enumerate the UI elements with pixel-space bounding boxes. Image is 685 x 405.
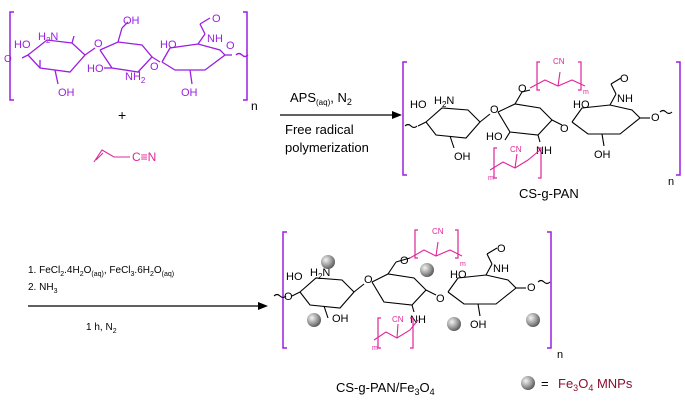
- svg-text:O: O: [527, 282, 536, 294]
- reaction-arrow-2: [28, 302, 268, 310]
- svg-text:CN: CN: [510, 145, 522, 154]
- svg-text:OH: OH: [181, 87, 198, 99]
- svg-text:OH: OH: [332, 313, 349, 325]
- svg-text:O: O: [212, 13, 221, 25]
- svg-text:m: m: [583, 89, 589, 96]
- svg-text:HO: HO: [14, 39, 31, 51]
- svg-text:H2N: H2N: [434, 95, 454, 109]
- fe3o4-nanoparticle: [526, 313, 540, 327]
- svg-text:HO: HO: [87, 63, 104, 75]
- reaction-arrow-1: [280, 111, 402, 119]
- step1-conditions-top: APS(aq), N2: [290, 90, 352, 107]
- svg-text:HO: HO: [486, 131, 503, 143]
- svg-text:OH: OH: [123, 15, 140, 27]
- svg-text:O: O: [651, 112, 660, 124]
- svg-text:O: O: [226, 40, 235, 52]
- step2-conditions-line2: 2. NH3: [28, 282, 58, 295]
- svg-text:O: O: [150, 61, 159, 73]
- svg-text:CN: CN: [432, 227, 444, 236]
- cs-g-pan-fe3o4-structure: n CN m HO H2N O OH O O NH O: [273, 227, 563, 361]
- cs-g-pan-ring: [497, 89, 563, 143]
- svg-text:O: O: [284, 291, 293, 303]
- fe3o4-nanoparticle: [321, 255, 335, 269]
- polymer-bracket-left: [402, 61, 407, 176]
- fe3o4-nanoparticle: [447, 317, 461, 331]
- svg-text:m: m: [488, 175, 494, 182]
- polymer-bracket-left: [9, 11, 14, 101]
- legend-nanoparticle-icon: [521, 376, 535, 390]
- chitosan-structure: n HO H2N OH O O OH HO NH2 O: [4, 11, 258, 113]
- svg-text:HO: HO: [450, 269, 467, 281]
- acrylonitrile-structure: C≡N: [93, 149, 156, 164]
- polymer-bracket-right: [547, 231, 552, 349]
- svg-text:CN: CN: [553, 57, 565, 66]
- svg-text:HO: HO: [160, 39, 177, 51]
- svg-text:CN: CN: [392, 315, 404, 324]
- legend-text: Fe3O4 MNPs: [558, 376, 633, 393]
- cs-g-pan-structure: n CN m HO H2N OH O O HO NH: [402, 57, 681, 188]
- legend-equals: =: [541, 376, 549, 391]
- step2-conditions-line3: 1 h, N2: [86, 322, 117, 335]
- svg-text:n: n: [668, 176, 674, 188]
- svg-text:O: O: [364, 274, 373, 286]
- svg-text:HO: HO: [410, 99, 427, 111]
- svg-text:OH: OH: [594, 149, 611, 161]
- composite-ring: [273, 277, 365, 319]
- polymer-bracket-right: [676, 61, 681, 176]
- svg-text:O: O: [560, 123, 569, 135]
- svg-text:n: n: [557, 349, 563, 361]
- svg-text:OH: OH: [470, 319, 487, 331]
- svg-text:HO: HO: [573, 99, 590, 111]
- polymer-bracket-left: [282, 231, 287, 349]
- step2-conditions-line1: 1. FeCl2.4H2O(aq), FeCl3.6H2O(aq): [28, 265, 174, 278]
- svg-text:O: O: [400, 255, 409, 267]
- product2-label: CS-g-PAN/Fe3O4: [336, 380, 435, 397]
- svg-text:H2N: H2N: [38, 31, 58, 45]
- svg-text:O: O: [436, 293, 445, 305]
- svg-text:NH2: NH2: [125, 71, 146, 85]
- cs-g-pan-ring: [404, 107, 491, 149]
- chitosan-ring: [99, 21, 161, 73]
- step1-conditions-line2: Free radical: [285, 122, 354, 137]
- svg-text:NH: NH: [493, 263, 509, 275]
- svg-text:H2N: H2N: [310, 267, 330, 281]
- svg-text:O: O: [4, 54, 12, 65]
- composite-ring: [371, 257, 437, 313]
- svg-text:O: O: [490, 104, 499, 116]
- repeat-subscript-n: n: [251, 99, 258, 113]
- svg-text:O: O: [497, 243, 506, 255]
- svg-text:m: m: [460, 261, 466, 268]
- svg-text:NH: NH: [617, 93, 633, 105]
- step1-conditions-line3: polymerization: [285, 140, 369, 155]
- legend: = Fe3O4 MNPs: [521, 376, 633, 393]
- cs-g-pan-ring: [571, 77, 673, 147]
- svg-text:NH: NH: [207, 33, 223, 45]
- fe3o4-nanoparticle: [307, 313, 321, 327]
- plus-sign: +: [118, 107, 126, 123]
- svg-text:OH: OH: [58, 87, 75, 99]
- svg-text:OH: OH: [454, 151, 471, 163]
- chitosan-ring: [21, 35, 96, 85]
- svg-text:O: O: [94, 38, 103, 50]
- svg-text:HO: HO: [286, 271, 303, 283]
- svg-text:m: m: [372, 345, 378, 352]
- svg-text:O: O: [620, 73, 629, 85]
- svg-text:O: O: [518, 83, 527, 95]
- chitosan-ring: [161, 17, 249, 85]
- svg-text:C≡N: C≡N: [132, 150, 156, 164]
- product1-label: CS-g-PAN: [519, 186, 579, 201]
- composite-ring: [447, 247, 551, 317]
- fe3o4-nanoparticle: [420, 263, 434, 277]
